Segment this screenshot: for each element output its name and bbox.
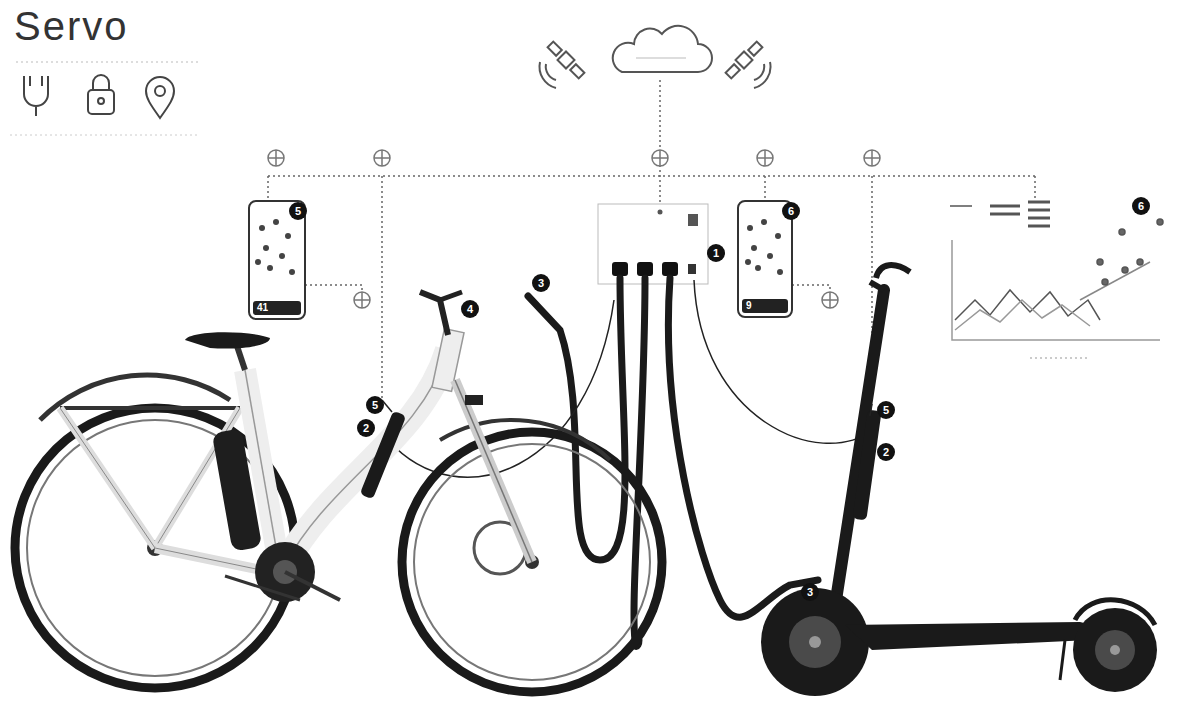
charging-station — [598, 204, 708, 284]
dashboard — [950, 202, 1163, 358]
callout-number: 3 — [532, 274, 550, 292]
logo-title: Servo — [14, 4, 129, 49]
globe-icons — [268, 150, 880, 308]
cloud-satellites — [539, 26, 770, 88]
network-lines — [268, 80, 1035, 400]
callout-number: 2 — [357, 419, 375, 437]
callout-number: 6 — [1132, 197, 1150, 215]
gps-trackers — [360, 400, 882, 520]
status-bar-text: 41 — [253, 301, 301, 315]
callout-number: 2 — [877, 443, 895, 461]
e-bike — [15, 292, 662, 692]
e-scooter — [761, 265, 1157, 696]
callout-number: 4 — [461, 300, 479, 318]
logo-icons — [10, 62, 200, 135]
callout-number: 5 — [289, 202, 307, 220]
charging-cables — [528, 278, 818, 648]
status-bar-text: 9 — [742, 299, 788, 313]
callout-number: 1 — [707, 244, 725, 262]
callout-number: 6 — [782, 202, 800, 220]
data-wire — [694, 280, 872, 443]
callout-number: 5 — [366, 396, 384, 414]
callout-number: 5 — [877, 401, 895, 419]
callout-number: 3 — [801, 583, 819, 601]
